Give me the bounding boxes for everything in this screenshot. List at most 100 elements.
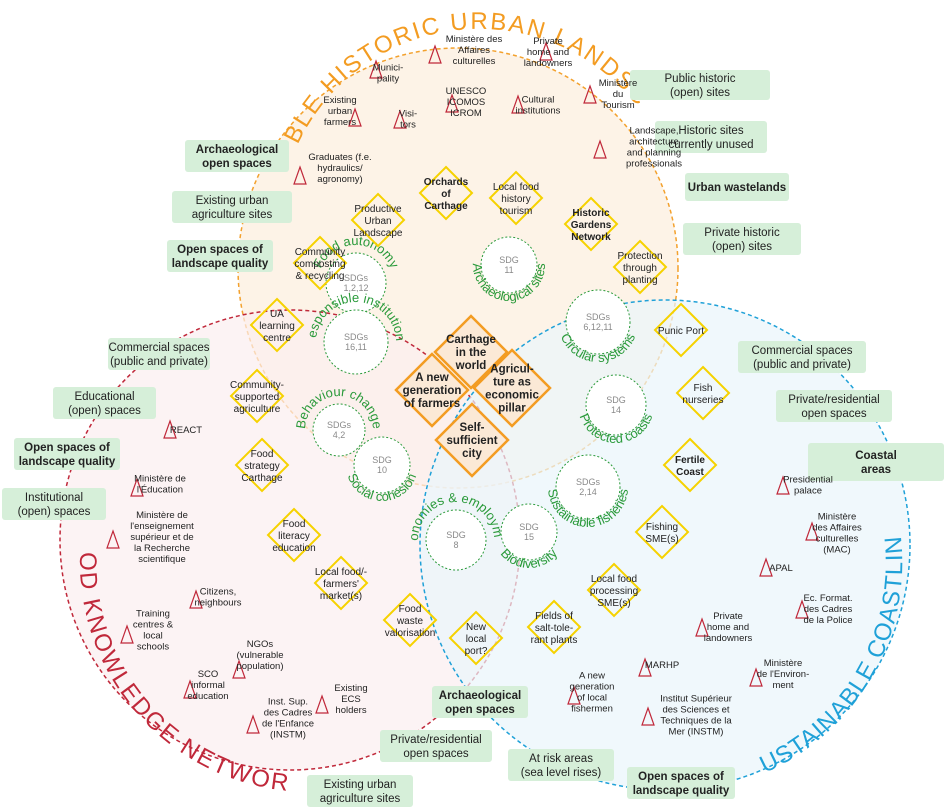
actor-triangle-icon (776, 475, 790, 495)
actor-label: Munici-pality (373, 63, 404, 85)
center-diamond-shape (394, 352, 470, 428)
actor-item: REACT (163, 419, 202, 439)
open-space-box-bg (172, 191, 292, 223)
actor-label: Graduates (f.e.hydraulics/agronomy) (308, 152, 371, 185)
actor-triangle-icon (445, 93, 459, 113)
diamond-shape (234, 437, 290, 493)
actor-triangle-icon (641, 706, 655, 726)
open-space-label: Private historic(open) sites (704, 227, 780, 253)
diamond-shape (563, 196, 619, 252)
open-space-box-bg (683, 223, 801, 255)
actor-triangle-icon (293, 165, 307, 185)
open-space-box-bg (655, 121, 767, 153)
sdg-circle (323, 309, 389, 375)
project-diamond: Punic Port (653, 302, 709, 358)
diamond-shape (675, 365, 731, 421)
actor-triangle-icon (232, 659, 246, 679)
actor-triangle-icon (163, 419, 177, 439)
diamond-shape (586, 562, 642, 618)
open-space-box-bg (380, 730, 492, 762)
actor-item: Graduates (f.e.hydraulics/agronomy) (293, 152, 372, 185)
actor-label: APAL (769, 563, 793, 574)
sdg-circle (585, 374, 647, 436)
actor-triangle-icon (106, 529, 120, 549)
open-space-box-bg (627, 767, 735, 799)
sdg-circle (312, 403, 366, 457)
diamond-shape (488, 170, 544, 226)
diamond-shape (266, 507, 322, 563)
actor-item: Citizens,neighbours (189, 587, 242, 609)
open-space-box-bg (185, 140, 289, 172)
open-space-box: Commercial spaces(public and private) (738, 341, 866, 373)
actor-triangle-icon (795, 599, 809, 619)
actor-label: Citizens,neighbours (194, 587, 241, 609)
actor-triangle-icon (130, 477, 144, 497)
diamond-shape (292, 235, 348, 291)
open-space-box-bg (167, 240, 273, 272)
actor-item: Munici-pality (369, 59, 404, 85)
open-space-label: Commercial spaces(public and private) (109, 342, 210, 368)
center-diamond-shape (472, 348, 552, 428)
open-space-box: Urban wastelands (685, 173, 789, 201)
open-space-box-bg (2, 488, 106, 520)
actor-label: REACT (170, 425, 202, 436)
actor-triangle-icon (749, 667, 763, 687)
open-space-box-bg (508, 749, 614, 781)
actor-triangle-icon (393, 109, 407, 129)
project-diamond: Local food/-farmers'market(s) (313, 555, 369, 611)
actor-triangle-icon (567, 685, 581, 705)
actor-triangle-icon (120, 624, 134, 644)
actor-triangle-icon (695, 617, 709, 637)
